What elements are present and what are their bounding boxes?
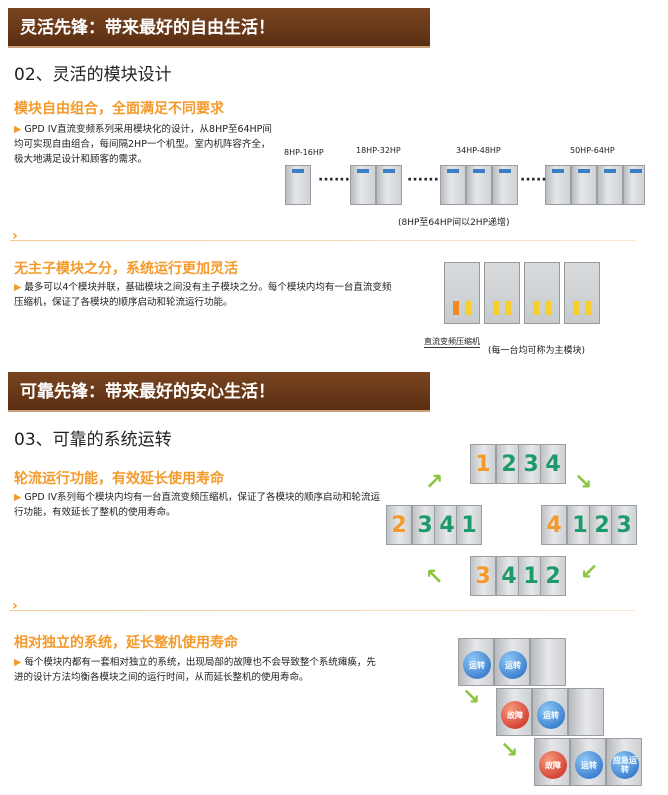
module-number: 3: [518, 444, 544, 484]
module-number: 1: [567, 505, 593, 545]
arrow-icon: ↙: [580, 560, 599, 585]
range-label: 18HP-32HP: [356, 146, 401, 155]
section-title-reliable: 03、可靠的系统运转: [14, 430, 172, 450]
text-independent: ▶每个模块内都有一套相对独立的系统，出现局部的故障也不会导致整个系统瘫痪，先进的…: [14, 655, 384, 685]
ac-unit: [545, 165, 571, 205]
heading-rotation: 轮流运行功能，有效延长使用寿命: [14, 471, 224, 487]
ac-unit: [440, 165, 466, 205]
dots: ·····: [520, 172, 547, 188]
arrow-icon: ↗: [425, 470, 444, 495]
range-label: 34HP-48HP: [456, 146, 501, 155]
ac-unit: [466, 165, 492, 205]
heading-no-master: 无主子模块之分，系统运行更加灵活: [14, 261, 238, 277]
ac-unit: [623, 165, 645, 205]
ac-unit: 应急运转: [606, 738, 642, 786]
ac-unit: [444, 262, 480, 324]
bullet-icon: ▶: [14, 282, 22, 293]
section-title-modular: 02、灵活的模块设计: [14, 65, 172, 85]
caption: (8HP至64HP间以2HP递增): [398, 218, 510, 228]
module-number: 3: [470, 556, 496, 596]
ac-unit: [571, 165, 597, 205]
module-number: 4: [541, 505, 567, 545]
run-badge: 运转: [575, 751, 603, 779]
run-badge: 运转: [537, 701, 565, 729]
ac-unit: [376, 165, 402, 205]
range-label: 8HP-16HP: [284, 148, 324, 157]
ac-unit: [285, 165, 311, 205]
module-number: 2: [496, 444, 522, 484]
ac-unit: [484, 262, 520, 324]
compressor-callout: 直流变频压缩机: [424, 337, 480, 348]
heading-free-combination: 模块自由组合，全面满足不同要求: [14, 101, 224, 117]
fault-badge: 故障: [501, 701, 529, 729]
module-number: 2: [540, 556, 566, 596]
ac-unit: 故障: [534, 738, 570, 786]
bullet-icon: ▶: [14, 657, 22, 668]
caption: (每一台均可称为主模块): [488, 346, 586, 356]
banner-flexible: 灵活先锋：带来最好的自由生活！: [8, 8, 430, 48]
bullet-icon: ▶: [14, 124, 22, 135]
emergency-run-badge: 应急运转: [611, 751, 639, 779]
module-number: 1: [518, 556, 544, 596]
run-badge: 运转: [499, 651, 527, 679]
module-number: 4: [496, 556, 522, 596]
paragraph: GPD IV系列每个模块内均有一台直流变频压缩机，保证了各模块的顺序启动和轮流运…: [14, 492, 381, 518]
heading-independent: 相对独立的系统，延长整机使用寿命: [14, 635, 238, 651]
ac-unit: [568, 688, 604, 736]
module-number: 2: [386, 505, 412, 545]
paragraph: 最多可以4个模块并联，基础模块之间没有主子模块之分。每个模块内均有一台直流变频压…: [14, 282, 392, 308]
bullet-icon: ▶: [14, 492, 22, 503]
paragraph: GPD IV直流变频系列采用模块化的设计，从8HP至64HP间均可实现自由组合，…: [14, 124, 272, 165]
ac-unit: 运转: [570, 738, 606, 786]
chevron-icon: ›: [12, 598, 18, 614]
ac-unit: [350, 165, 376, 205]
text-no-master: ▶最多可以4个模块并联，基础模块之间没有主子模块之分。每个模块内均有一台直流变频…: [14, 280, 394, 310]
range-label: 50HP-64HP: [570, 146, 615, 155]
module-number: 3: [611, 505, 637, 545]
divider: [10, 240, 635, 241]
text-free-combination: ▶GPD IV直流变频系列采用模块化的设计，从8HP至64HP间均可实现自由组合…: [14, 122, 274, 167]
divider: [10, 610, 635, 611]
arrow-icon: ↘: [574, 470, 593, 495]
ac-unit: 运转: [458, 638, 494, 686]
ac-unit: [597, 165, 623, 205]
ac-unit: [530, 638, 566, 686]
module-number: 4: [540, 444, 566, 484]
text-rotation: ▶GPD IV系列每个模块内均有一台直流变频压缩机，保证了各模块的顺序启动和轮流…: [14, 490, 384, 520]
ac-unit: 运转: [494, 638, 530, 686]
module-number: 1: [456, 505, 482, 545]
ac-unit: 故障: [496, 688, 532, 736]
ac-unit: [524, 262, 560, 324]
paragraph: 每个模块内都有一套相对独立的系统，出现局部的故障也不会导致整个系统瘫痪，先进的设…: [14, 657, 376, 683]
ac-unit: [492, 165, 518, 205]
fault-badge: 故障: [539, 751, 567, 779]
ac-unit: [564, 262, 600, 324]
arrow-icon: ↘: [500, 738, 519, 763]
arrow-icon: ↖: [425, 565, 444, 590]
ac-unit: 运转: [532, 688, 568, 736]
module-number: 1: [470, 444, 496, 484]
dots: ······: [318, 172, 350, 188]
run-badge: 运转: [463, 651, 491, 679]
module-number: 4: [434, 505, 460, 545]
banner-reliable: 可靠先锋：带来最好的安心生活！: [8, 372, 430, 412]
arrow-icon: ↘: [462, 685, 481, 710]
chevron-icon: ›: [12, 228, 18, 244]
dots: ······: [407, 172, 439, 188]
